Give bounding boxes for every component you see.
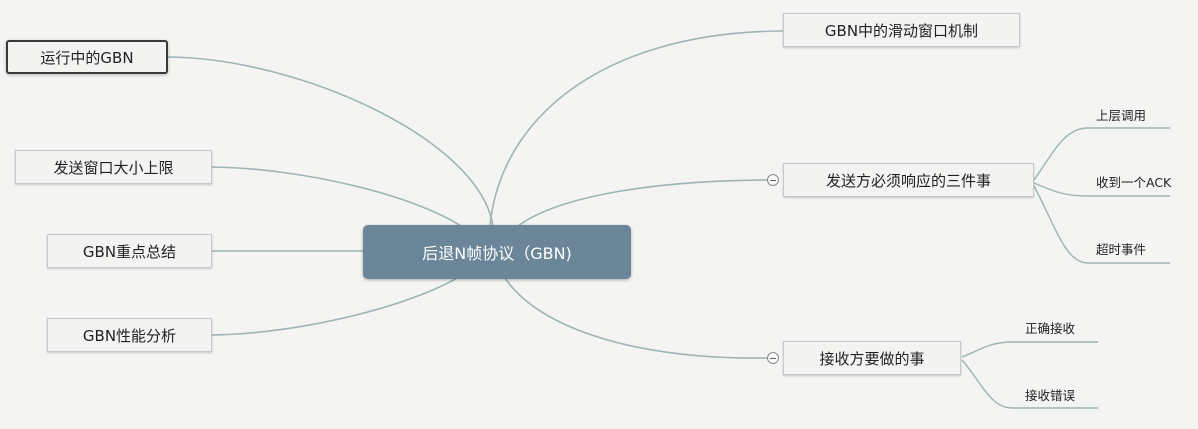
- connector-sender-leaf-1: [1033, 127, 1170, 181]
- subtopic-upper-layer-call[interactable]: 上层调用: [1096, 108, 1147, 123]
- subtopic-receive-error[interactable]: 接收错误: [1025, 388, 1076, 403]
- connector-receiver-leaf-1: [961, 341, 1098, 358]
- connector-to-gbn-performance: [211, 269, 471, 336]
- subtopic-correct-receive[interactable]: 正确接收: [1025, 321, 1076, 336]
- collapse-sender-toggle-icon[interactable]: [767, 174, 779, 186]
- topic-sender-duties[interactable]: 发送方必须响应的三件事: [783, 163, 1034, 197]
- topic-label: 接收方要做的事: [819, 349, 925, 368]
- subtopic-timeout-event[interactable]: 超时事件: [1096, 242, 1147, 257]
- topic-running-gbn[interactable]: 运行中的GBN: [6, 40, 168, 74]
- central-topic[interactable]: 后退N帧协议（GBN): [363, 225, 631, 279]
- connector-receiver-leaf-2: [961, 359, 1098, 409]
- topic-sliding-window[interactable]: GBN中的滑动窗口机制: [783, 13, 1020, 47]
- connector-to-sender-duties: [517, 179, 775, 227]
- connector-to-sliding-window: [489, 30, 784, 227]
- topic-gbn-performance[interactable]: GBN性能分析: [47, 318, 212, 352]
- connector-to-running-gbn: [167, 56, 494, 227]
- topic-label: GBN重点总结: [82, 242, 177, 261]
- collapse-receiver-toggle-icon[interactable]: [767, 352, 779, 364]
- topic-receiver-duties[interactable]: 接收方要做的事: [783, 341, 961, 375]
- topic-label: 运行中的GBN: [40, 48, 134, 67]
- topic-label: 发送方必须响应的三件事: [825, 171, 991, 190]
- topic-gbn-summary[interactable]: GBN重点总结: [47, 234, 212, 268]
- connector-sender-leaf-3: [1033, 185, 1170, 264]
- topic-label: 发送窗口大小上限: [53, 158, 174, 177]
- topic-send-window-limit[interactable]: 发送窗口大小上限: [15, 150, 212, 184]
- connector-to-receiver-duties: [504, 277, 770, 359]
- central-topic-label: 后退N帧协议（GBN): [422, 244, 572, 263]
- connector-to-window-limit: [211, 166, 471, 233]
- connector-sender-leaf-2: [1033, 182, 1170, 197]
- topic-label: GBN性能分析: [82, 326, 177, 345]
- subtopic-ack-received[interactable]: 收到一个ACK: [1096, 175, 1172, 190]
- topic-label: GBN中的滑动窗口机制: [824, 21, 979, 40]
